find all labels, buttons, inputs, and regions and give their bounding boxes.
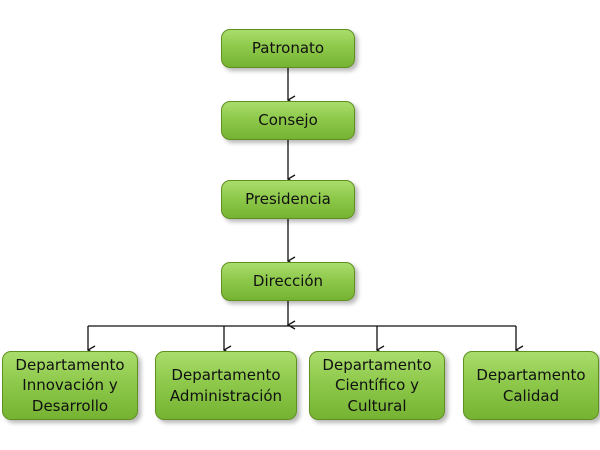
node-department-calidad: Departamento Calidad	[463, 351, 599, 420]
node-label: Presidencia	[245, 190, 331, 209]
node-department-administracion: Departamento Administración	[155, 351, 297, 420]
node-department-cientifico: Departamento Científico y Cultural	[309, 351, 445, 420]
node-label: Departamento Innovación y Desarrollo	[15, 356, 125, 415]
node-label: Consejo	[258, 111, 318, 130]
node-label: Departamento Calidad	[476, 366, 586, 405]
node-patronato: Patronato	[221, 29, 355, 68]
node-presidencia: Presidencia	[221, 180, 355, 219]
node-department-innovacion: Departamento Innovación y Desarrollo	[2, 351, 138, 420]
node-direccion: Dirección	[221, 262, 355, 301]
node-label: Departamento Administración	[169, 366, 283, 405]
node-label: Dirección	[252, 272, 324, 291]
node-consejo: Consejo	[221, 101, 355, 140]
node-label: Patronato	[251, 39, 325, 58]
node-label: Departamento Científico y Cultural	[322, 356, 432, 415]
